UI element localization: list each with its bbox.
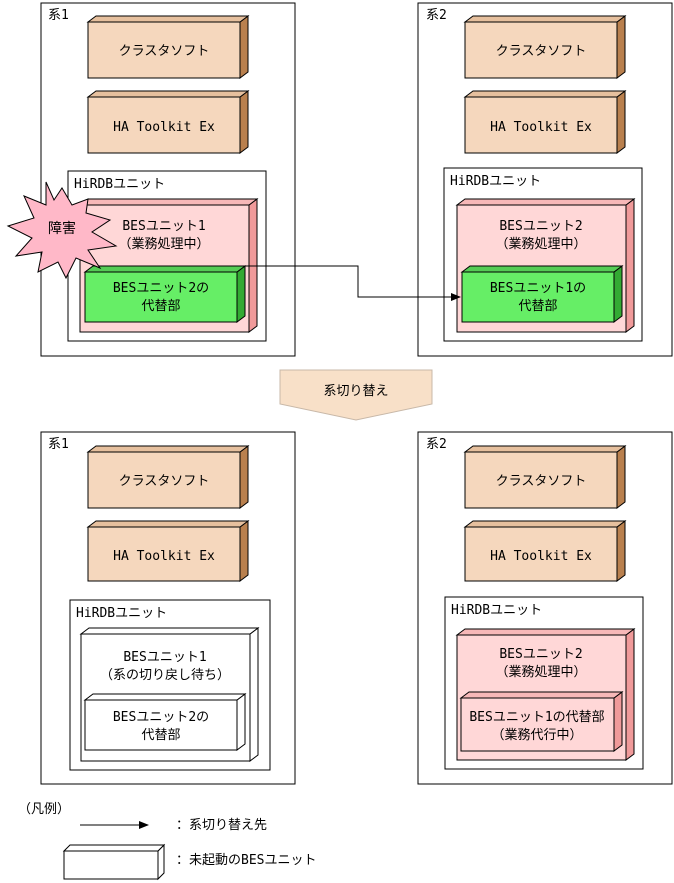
bes-unit-name: BESユニット1	[123, 650, 206, 665]
bes-unit-name: BESユニット1	[122, 219, 205, 234]
failure-starburst: 障害	[6, 181, 118, 280]
system-label: 系1	[48, 437, 69, 452]
bes-unit-status: （系の切り戻し待ち）	[100, 668, 230, 683]
standby-block: BESユニット1の 代替部	[460, 265, 624, 323]
switch-arrow: 系切り替え	[279, 369, 433, 421]
standby-name: BESユニット2の	[113, 710, 209, 725]
ha-toolkit-label: HA Toolkit Ex	[490, 549, 592, 564]
failover-connector-arrow	[245, 265, 461, 301]
bottom-system-1: 系1 クラスタソフト HA Toolkit Ex HiRDBユニット BESユニ…	[40, 431, 296, 785]
bes-unit-status: （業務処理中）	[495, 236, 586, 252]
top-system-2: 系2 クラスタソフト HA Toolkit Ex HiRDBユニット BESユニ…	[417, 2, 673, 357]
bes-unit-status: （業務処理中）	[495, 664, 586, 680]
standby-desc: 代替部	[141, 728, 180, 743]
switch-label: 系切り替え	[323, 384, 388, 399]
ha-toolkit-block: HA Toolkit Ex	[463, 520, 627, 582]
ha-toolkit-block: HA Toolkit Ex	[86, 520, 250, 582]
cluster-soft-block: クラスタソフト	[463, 15, 627, 79]
legend-arrow-desc: ：系切り替え先	[176, 818, 267, 833]
legend-box-desc: ：未起動のBESユニット	[176, 853, 316, 868]
cluster-soft-label: クラスタソフト	[496, 44, 587, 59]
ha-toolkit-label: HA Toolkit Ex	[490, 120, 592, 135]
standby-name: BESユニット1の	[490, 281, 586, 296]
standby-block: BESユニット2の 代替部	[83, 265, 247, 323]
standby-status: （業務代行中）	[491, 727, 582, 743]
standby-name: BESユニット1の代替部	[469, 710, 604, 725]
ha-toolkit-block: HA Toolkit Ex	[86, 90, 250, 154]
bottom-system-2: 系2 クラスタソフト HA Toolkit Ex HiRDBユニット BESユニ…	[417, 431, 673, 785]
standby-block-active: BESユニット1の代替部 （業務代行中）	[459, 691, 624, 752]
legend-box	[62, 843, 166, 881]
cluster-soft-block: クラスタソフト	[86, 15, 250, 79]
legend: （凡例） ：系切り替え先 ：未起動のBESユニット	[18, 802, 316, 881]
system-label: 系2	[426, 437, 447, 452]
ha-toolkit-block: HA Toolkit Ex	[463, 90, 627, 154]
bes-unit-name: BESユニット2	[499, 647, 582, 662]
failure-label: 障害	[48, 221, 76, 237]
bes-unit-status: （業務処理中）	[118, 236, 209, 252]
system-label: 系2	[426, 8, 447, 23]
legend-title: （凡例）	[18, 802, 70, 817]
standby-block-stopped: BESユニット2の 代替部	[83, 693, 247, 751]
top-system-1: 系1 クラスタソフト HA Toolkit Ex HiRDBユニット BESユニ…	[6, 2, 296, 357]
hirdb-unit-label: HiRDBユニット	[451, 603, 542, 618]
hirdb-unit-label: HiRDBユニット	[450, 174, 541, 189]
cluster-soft-label: クラスタソフト	[496, 474, 587, 489]
system-label: 系1	[48, 8, 69, 23]
cluster-soft-block: クラスタソフト	[86, 445, 250, 509]
ha-toolkit-label: HA Toolkit Ex	[113, 549, 215, 564]
standby-name: BESユニット2の	[113, 281, 209, 296]
standby-desc: 代替部	[141, 299, 180, 314]
standby-desc: 代替部	[518, 299, 557, 314]
cluster-soft-label: クラスタソフト	[119, 44, 210, 59]
cluster-soft-block: クラスタソフト	[463, 445, 627, 509]
ha-toolkit-label: HA Toolkit Ex	[113, 120, 215, 135]
bes-unit-name: BESユニット2	[499, 219, 582, 234]
hirdb-unit-label: HiRDBユニット	[74, 177, 165, 192]
hirdb-unit-label: HiRDBユニット	[76, 606, 167, 621]
cluster-soft-label: クラスタソフト	[119, 474, 210, 489]
